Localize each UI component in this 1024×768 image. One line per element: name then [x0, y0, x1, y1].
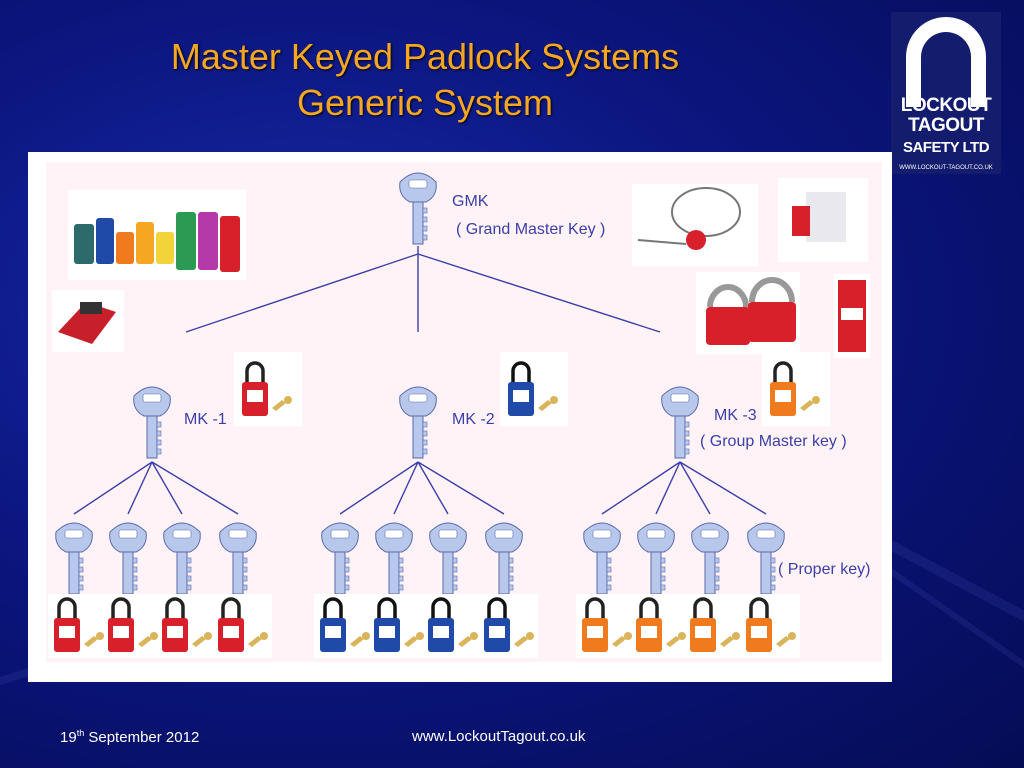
- product-lockout-hasp-image: [696, 272, 800, 354]
- footer-date-suffix: th: [76, 728, 85, 738]
- proper-key-1-4-icon: [219, 522, 257, 595]
- proper-padlock-3-2-image: [636, 597, 686, 652]
- proper-padlock-3-3-image: [690, 597, 740, 652]
- logo-line1: LOCKOUT: [900, 95, 992, 116]
- footer-date: 19th September 2012: [60, 728, 199, 746]
- mk2-code-label: MK -2: [452, 411, 495, 428]
- proper-padlock-2-3-image: [428, 597, 478, 652]
- proper-key-3-2-icon: [637, 522, 675, 595]
- grand-master-key-icon: [399, 172, 437, 245]
- gmk-code-label: GMK: [452, 193, 489, 210]
- logo-line3: SAFETY LTD: [902, 139, 990, 156]
- footer-date-rest: September 2012: [84, 729, 200, 746]
- proper-key-3-4-icon: [747, 522, 785, 595]
- proper-key-label: ( Proper key): [778, 561, 870, 578]
- proper-padlock-1-1-image: [54, 597, 104, 652]
- proper-key-2-1-icon: [321, 522, 359, 595]
- padlock-shackle-icon: [906, 17, 986, 107]
- master-key-3-icon: [661, 386, 699, 459]
- product-mcb-lockout-image: [778, 178, 868, 262]
- proper-padlock-2-1-image: [320, 597, 370, 652]
- slide-title-line2: Generic System: [296, 82, 554, 123]
- key-hierarchy-diagram: GMK ( Grand Master Key ) MK -1 MK -2 MK …: [48, 172, 870, 658]
- product-breaker-lockout-image: [52, 290, 124, 352]
- proper-key-1-1-icon: [55, 522, 93, 595]
- proper-padlock-3-4-image: [746, 597, 796, 652]
- footer-date-day: 19: [60, 729, 77, 746]
- hierarchy-connectors: [73, 246, 767, 515]
- product-hasp-tag-image: [834, 274, 870, 358]
- product-padlock-range-image: [68, 190, 246, 280]
- proper-key-1-2-icon: [109, 522, 147, 595]
- slide-title: Master Keyed Padlock Systems Generic Sys…: [100, 34, 750, 126]
- master-key-2-icon: [399, 386, 437, 459]
- proper-key-2-2-icon: [375, 522, 413, 595]
- proper-padlock-1-2-image: [108, 597, 158, 652]
- padlock-images: [48, 352, 830, 658]
- mk3-code-label: MK -3: [714, 407, 757, 424]
- proper-key-3-1-icon: [583, 522, 621, 595]
- proper-key-3-3-icon: [691, 522, 729, 595]
- footer-url: www.LockoutTagout.co.uk: [412, 728, 586, 745]
- diagram-panel: GMK ( Grand Master Key ) MK -1 MK -2 MK …: [28, 152, 892, 682]
- proper-key-1-3-icon: [163, 522, 201, 595]
- proper-padlock-3-1-image: [582, 597, 632, 652]
- logo-line2: TAGOUT: [908, 115, 984, 136]
- logo-url: WWW.LOCKOUT-TAGOUT.CO.UK: [899, 165, 993, 171]
- diagram-area: GMK ( Grand Master Key ) MK -1 MK -2 MK …: [46, 162, 882, 662]
- company-logo: LOCKOUT TAGOUT SAFETY LTD WWW.LOCKOUT-TA…: [891, 12, 1001, 174]
- master-key-2-padlock-image: [508, 361, 558, 416]
- gmk-description-label: ( Grand Master Key ): [456, 221, 605, 238]
- proper-key-2-3-icon: [429, 522, 467, 595]
- mk3-description-label: ( Group Master key ): [700, 433, 847, 450]
- mk1-code-label: MK -1: [184, 411, 227, 428]
- proper-padlock-1-4-image: [218, 597, 268, 652]
- master-key-3-padlock-image: [770, 361, 820, 416]
- slide-title-line1: Master Keyed Padlock Systems: [170, 36, 680, 77]
- proper-key-2-4-icon: [485, 522, 523, 595]
- proper-padlock-1-3-image: [162, 597, 212, 652]
- proper-padlock-2-2-image: [374, 597, 424, 652]
- master-key-1-icon: [133, 386, 171, 459]
- product-cable-lockout-image: [632, 184, 758, 266]
- master-key-1-padlock-image: [242, 361, 292, 416]
- proper-padlock-2-4-image: [484, 597, 534, 652]
